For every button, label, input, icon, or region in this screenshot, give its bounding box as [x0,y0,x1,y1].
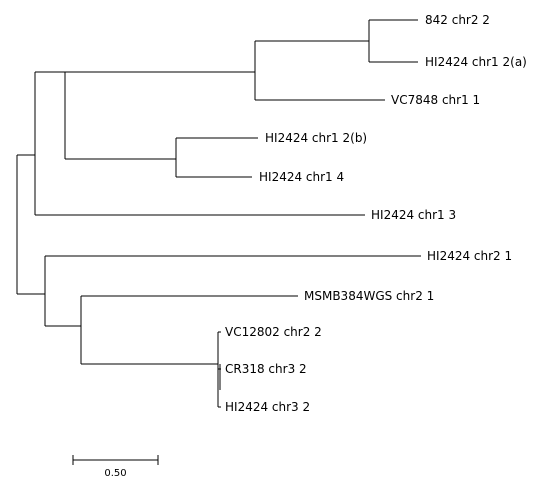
leaf-label-hi2424-chr3-2: HI2424 chr3 2 [225,400,310,414]
leaf-label-vc7848-chr1-1: VC7848 chr1 1 [391,93,480,107]
leaf-label-msmb384wgs-chr2-1: MSMB384WGS chr2 1 [304,289,434,303]
leaf-label-hi2424-chr1-2b: HI2424 chr1 2(b) [265,131,367,145]
scale-bar: 0.50 [72,455,159,479]
leaf-label-hi2424-chr2-1: HI2424 chr2 1 [427,249,512,263]
leaf-label-hi2424-chr1-2a: HI2424 chr1 2(a) [425,55,527,69]
leaf-label-vc12802-chr2-2: VC12802 chr2 2 [225,325,322,339]
leaf-label-hi2424-chr1-3: HI2424 chr1 3 [371,208,456,222]
leaf-label-hi2424-chr1-4: HI2424 chr1 4 [259,170,344,184]
scale-bar-label: 0.50 [104,468,126,479]
leaf-label-842-chr2-2: 842 chr2 2 [425,13,490,27]
leaf-label-cr318-chr3-2: CR318 chr3 2 [225,362,307,376]
